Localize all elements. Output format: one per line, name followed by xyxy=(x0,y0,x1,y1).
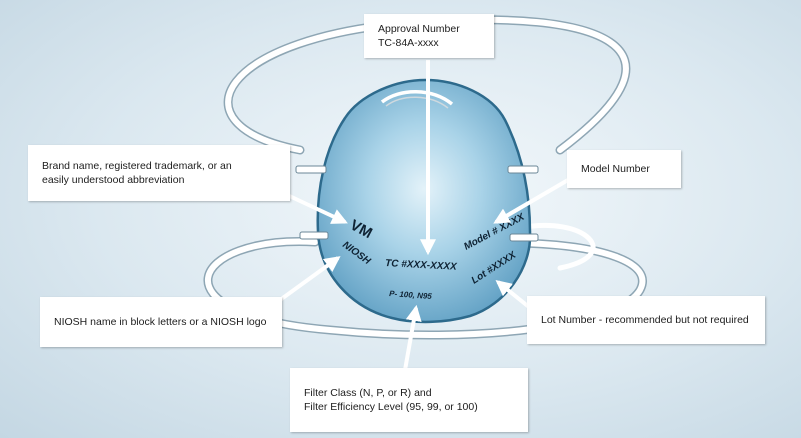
callout-approval-line1: Approval Number xyxy=(378,23,460,35)
callout-filter-class: Filter Class (N, P, or R) and Filter Eff… xyxy=(290,368,528,432)
callout-brand-line1: Brand name, registered trademark, or an xyxy=(42,160,232,172)
mask-tc-number: TC #XXX-XXXX xyxy=(385,258,458,273)
callout-brand-line2: easily understood abbreviation xyxy=(42,174,185,186)
callout-approval-line2: TC-84A-xxxx xyxy=(378,37,439,49)
mask-filter-class: P- 100, N95 xyxy=(389,289,433,301)
callout-lot-number: Lot Number - recommended but not require… xyxy=(527,296,765,344)
arrow-filter xyxy=(403,304,422,371)
callout-filter-line2: Filter Efficiency Level (95, 99, or 100) xyxy=(304,401,478,413)
strap-tabs xyxy=(295,165,539,242)
callout-brand-name: Brand name, registered trademark, or an … xyxy=(28,145,290,201)
callout-niosh-text: NIOSH name in block letters or a NIOSH l… xyxy=(54,316,267,328)
mask-body xyxy=(316,78,532,324)
callout-model-number: Model Number xyxy=(567,150,681,188)
right-strap-loop xyxy=(517,222,596,271)
callout-lot-text: Lot Number - recommended but not require… xyxy=(541,314,749,326)
callout-model-text: Model Number xyxy=(581,163,650,175)
callout-filter-line1: Filter Class (N, P, or R) and xyxy=(304,387,432,399)
callout-approval-number: Approval Number TC-84A-xxxx xyxy=(364,14,494,58)
callout-niosh-name: NIOSH name in block letters or a NIOSH l… xyxy=(40,297,282,347)
arrow-niosh xyxy=(278,256,341,302)
nose-clip xyxy=(380,90,454,106)
arrow-model xyxy=(493,178,570,224)
pointer-arrows xyxy=(267,60,570,371)
